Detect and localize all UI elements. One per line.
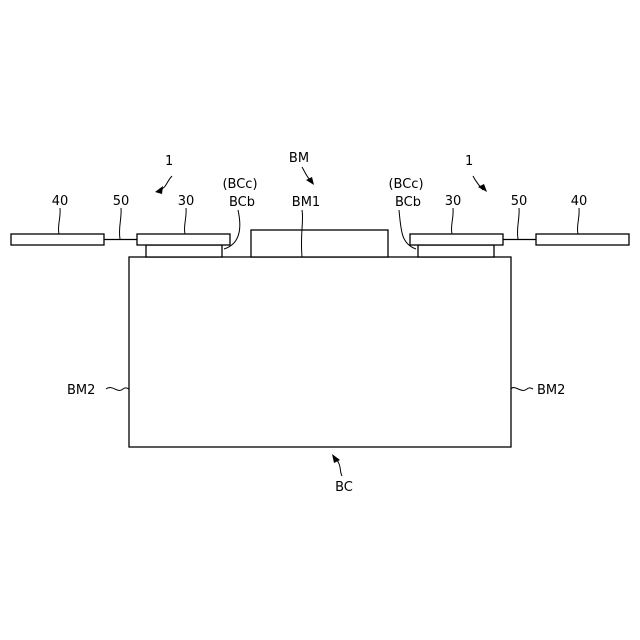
label-contact-left: BCb xyxy=(229,195,255,210)
leader-50-left xyxy=(119,208,121,239)
plate-40-left xyxy=(11,234,104,245)
leader-40-left xyxy=(58,208,60,234)
plate-30-left xyxy=(137,234,230,245)
contact-pad-left xyxy=(146,245,222,257)
label-busbar-side-right: BM2 xyxy=(537,383,565,398)
label-part-50-right: 50 xyxy=(511,194,528,209)
leader-50-right xyxy=(517,208,519,239)
label-contact-right: BCb xyxy=(395,195,421,210)
leader-30-right xyxy=(451,208,453,234)
label-cell: BC xyxy=(335,480,353,495)
arrow-unit-right xyxy=(473,176,487,192)
label-busbar: BM xyxy=(289,151,309,166)
contact-pad-right xyxy=(418,245,494,257)
arrow-busbar xyxy=(302,167,314,185)
plate-40-right xyxy=(536,234,629,245)
label-busbar-side-left: BM2 xyxy=(67,383,95,398)
leader-bm2-right xyxy=(511,388,533,391)
label-busbar-top: BM1 xyxy=(292,195,320,210)
busbar-top xyxy=(251,230,388,257)
leader-40-right xyxy=(577,208,579,234)
label-unit-right: 1 xyxy=(465,154,473,169)
label-part-50-left: 50 xyxy=(113,194,130,209)
arrow-cell xyxy=(332,454,342,476)
label-part-40-right: 40 xyxy=(571,194,588,209)
leader-bm2-left xyxy=(106,388,129,391)
label-unit-left: 1 xyxy=(165,154,173,169)
label-part-40-left: 40 xyxy=(52,194,69,209)
label-contact-alt-right: (BCc) xyxy=(388,177,423,192)
label-part-30-right: 30 xyxy=(445,194,462,209)
cell-body xyxy=(129,257,511,447)
arrow-unit-left xyxy=(155,176,172,194)
label-part-30-left: 30 xyxy=(178,194,195,209)
plate-30-right xyxy=(410,234,503,245)
label-contact-alt-left: (BCc) xyxy=(222,177,257,192)
leader-30-left xyxy=(184,208,186,234)
